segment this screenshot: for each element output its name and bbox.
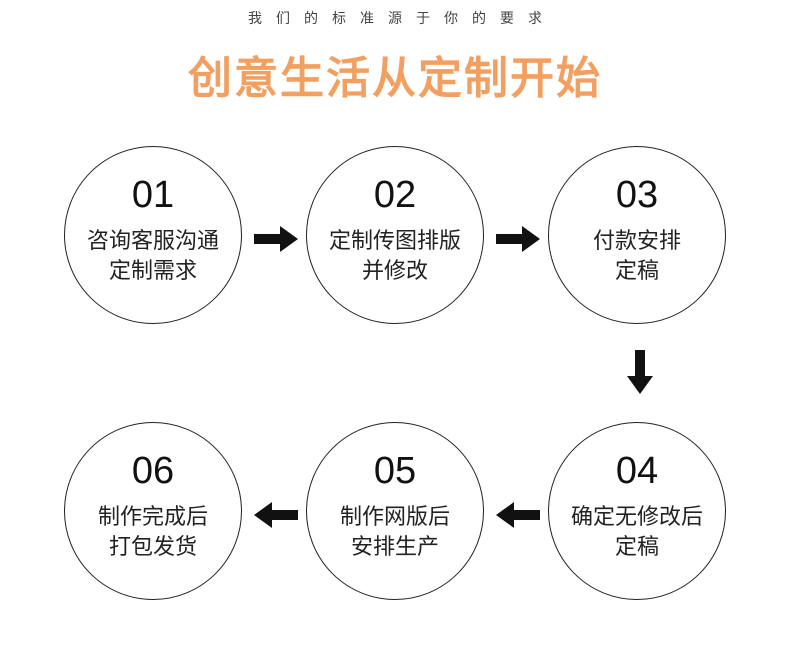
step-description-line1: 付款安排 xyxy=(592,229,681,254)
step-number: 02 xyxy=(373,174,417,216)
step-number: 04 xyxy=(615,450,659,492)
step-description-line2: 定稿 xyxy=(614,535,659,560)
step-description-line2: 定稿 xyxy=(614,259,659,284)
step-06-circle: 06 制作完成后 打包发货 xyxy=(64,422,242,600)
step-description-line2: 定制需求 xyxy=(108,259,197,284)
left-arrow-icon xyxy=(496,502,540,528)
step-description-line2: 打包发货 xyxy=(108,535,197,560)
step-05-circle: 05 制作网版后 安排生产 xyxy=(306,422,484,600)
header-subtitle: 我们的标准源于你的要求 xyxy=(248,11,556,27)
left-arrow-icon xyxy=(254,502,298,528)
right-arrow-icon xyxy=(496,226,540,252)
step-03-circle: 03 付款安排 定稿 xyxy=(548,146,726,324)
step-description-line1: 定制传图排版 xyxy=(328,229,461,254)
step-description-line1: 咨询客服沟通 xyxy=(86,229,219,254)
step-description-line1: 制作完成后 xyxy=(97,505,208,530)
step-description-line1: 制作网版后 xyxy=(339,505,450,530)
step-number: 01 xyxy=(131,174,175,216)
step-description-line2: 并修改 xyxy=(361,259,428,284)
down-arrow-icon xyxy=(627,350,653,394)
step-number: 05 xyxy=(373,450,417,492)
step-number: 06 xyxy=(131,450,175,492)
step-description-line2: 安排生产 xyxy=(350,535,439,560)
step-04-circle: 04 确定无修改后 定稿 xyxy=(548,422,726,600)
step-02-circle: 02 定制传图排版 并修改 xyxy=(306,146,484,324)
header-title: 创意生活从定制开始 xyxy=(188,53,602,104)
step-description-line1: 确定无修改后 xyxy=(570,505,703,530)
step-01-circle: 01 咨询客服沟通 定制需求 xyxy=(64,146,242,324)
right-arrow-icon xyxy=(254,226,298,252)
step-number: 03 xyxy=(615,174,659,216)
